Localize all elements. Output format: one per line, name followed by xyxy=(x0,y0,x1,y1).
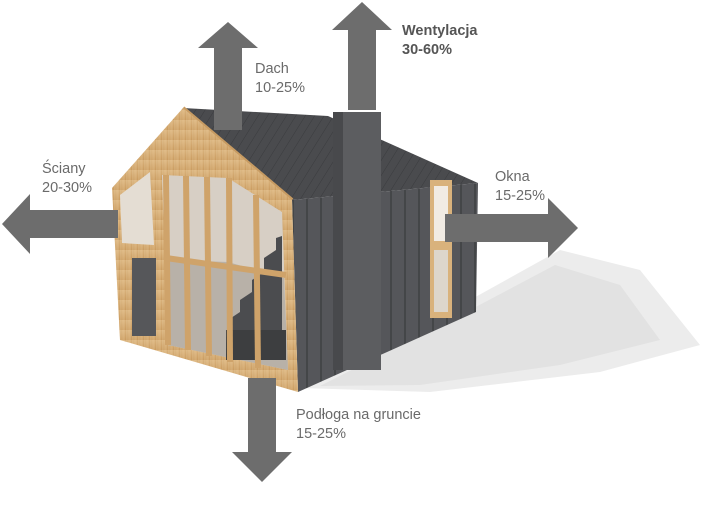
roof-label-name: Dach xyxy=(255,61,289,77)
floor-label-value: 15-25% xyxy=(296,426,346,442)
windows-label-name: Okna xyxy=(495,169,530,185)
floor-label: Podłoga na gruncie 15-25% xyxy=(296,406,421,444)
walls-label-name: Ściany xyxy=(42,161,86,177)
windows-label-value: 15-25% xyxy=(495,188,545,204)
arrow-up-roof xyxy=(198,22,258,130)
arrow-up-ventilation xyxy=(332,2,392,110)
ventilation-label-name: Wentylacja xyxy=(402,23,478,39)
arrow-down-floor xyxy=(232,378,292,482)
arrows xyxy=(2,2,578,482)
house-roof xyxy=(183,108,478,200)
arrow-left-walls xyxy=(2,194,118,254)
ventilation-label-value: 30-60% xyxy=(402,42,452,58)
floor-label-name: Podłoga na gruncie xyxy=(296,407,421,423)
arrow-right-windows xyxy=(445,198,578,258)
windows-label: Okna 15-25% xyxy=(495,168,545,206)
ground-shadow-inner xyxy=(320,265,660,386)
walls-label-value: 20-30% xyxy=(42,180,92,196)
walls-label: Ściany 20-30% xyxy=(42,160,92,198)
roof-label-value: 10-25% xyxy=(255,80,305,96)
front-door xyxy=(132,258,156,336)
ventilation-label: Wentylacja 30-60% xyxy=(402,22,478,60)
roof-label: Dach 10-25% xyxy=(255,60,305,98)
